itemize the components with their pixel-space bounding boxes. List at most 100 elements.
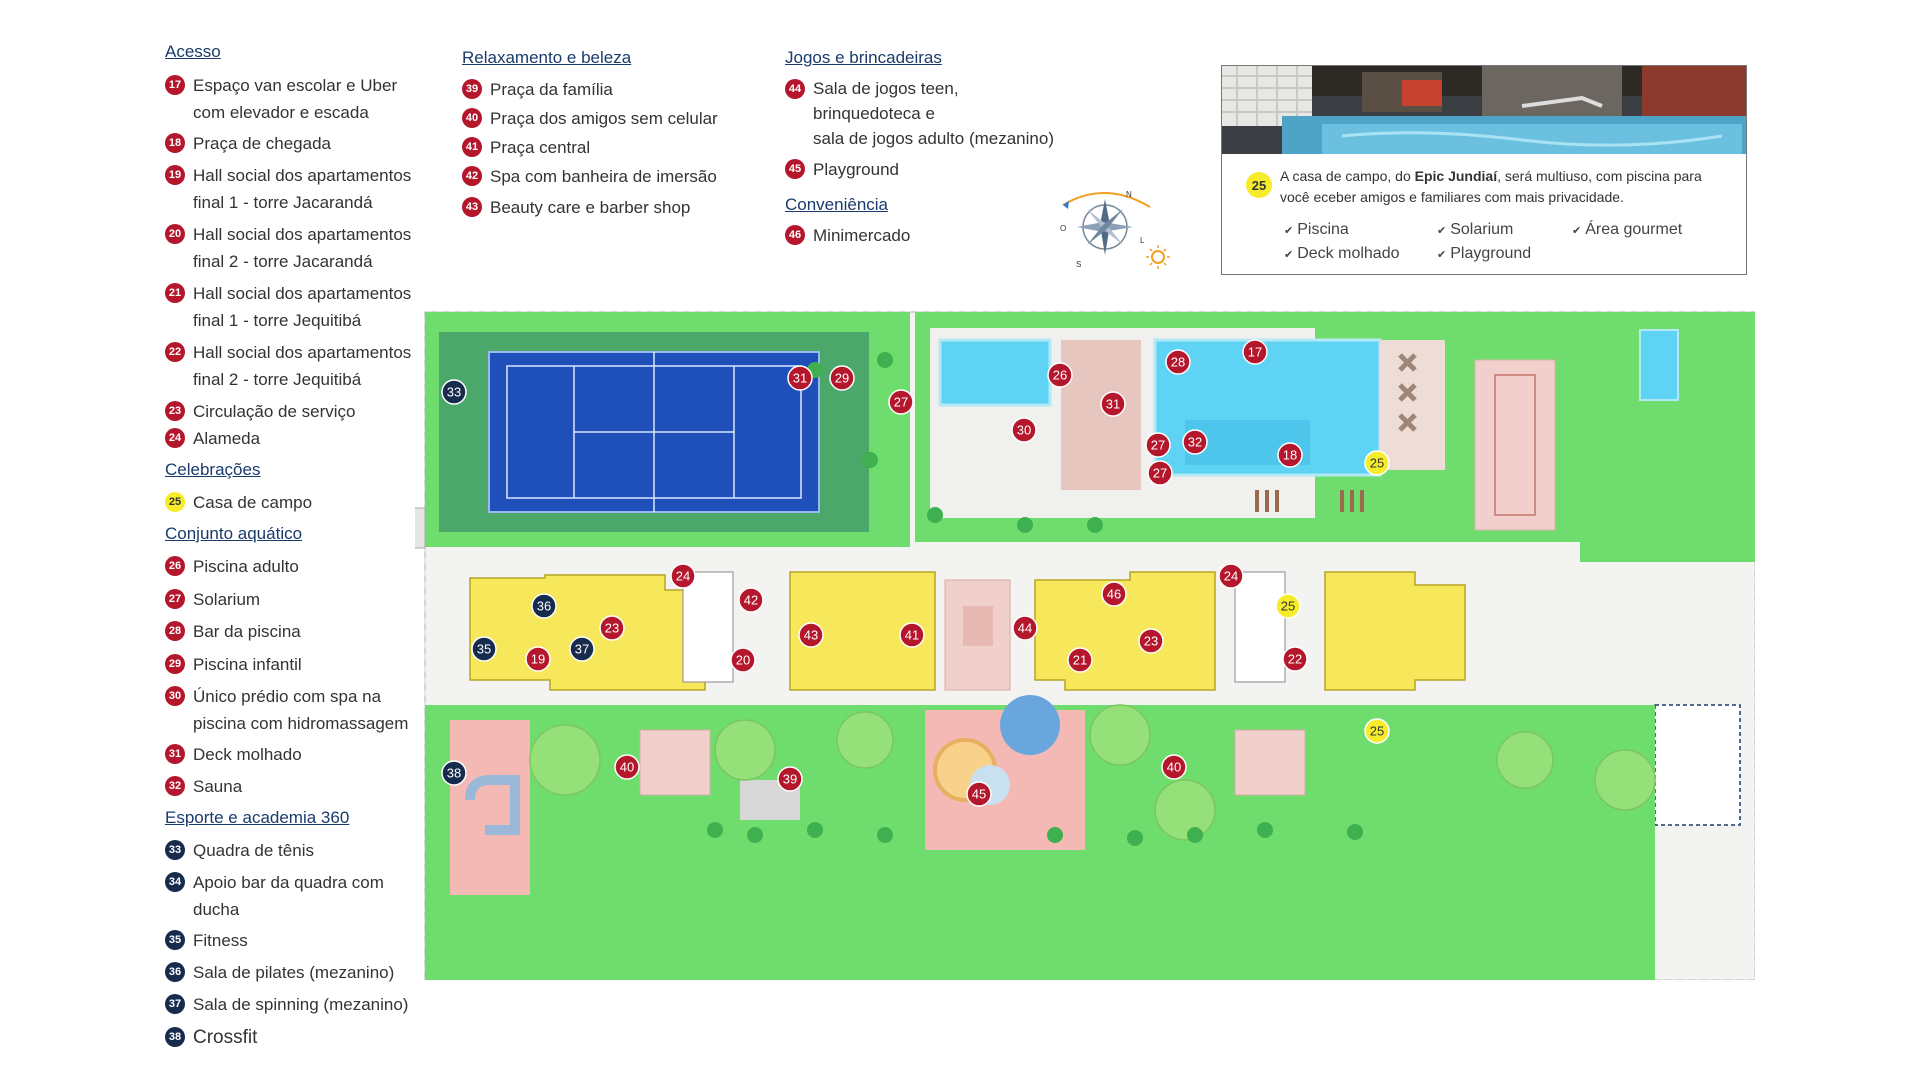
legend-item-label: Sauna <box>193 777 243 796</box>
marker-badge: 26 <box>165 556 185 576</box>
map-marker-40: 40 <box>614 754 640 780</box>
section-title-esporte: Esporte e academia 360 <box>165 808 350 827</box>
map-marker-18: 18 <box>1277 442 1303 468</box>
marker-badge: 31 <box>165 744 185 764</box>
legend-item: 35 Fitness <box>165 927 248 954</box>
callout-description: A casa de campo, do Epic Jundiaí, será m… <box>1280 166 1720 208</box>
map-marker-30: 30 <box>1011 417 1037 443</box>
marker-number: 38 <box>447 766 461 781</box>
marker-badge: 24 <box>165 428 185 448</box>
marker-number: 32 <box>1188 435 1202 450</box>
building-jacaranda-2 <box>789 571 936 691</box>
map-marker-20: 20 <box>730 647 756 673</box>
legend-item-label: Apoio bar da quadra com ducha <box>193 873 384 919</box>
marker-badge: 45 <box>785 159 805 179</box>
marker-badge: 25 <box>165 492 185 512</box>
map-marker-28: 28 <box>1165 349 1191 375</box>
map-marker-43: 43 <box>798 622 824 648</box>
central-plaza <box>944 579 1011 691</box>
compass-rose-icon: N S L O <box>1060 190 1170 269</box>
marker-number: 27 <box>1151 438 1165 453</box>
marker-badge: 29 <box>165 654 185 674</box>
marker-number: 17 <box>1248 345 1262 360</box>
map-marker-31: 31 <box>1100 391 1126 417</box>
marker-badge: 37 <box>165 994 185 1014</box>
marker-badge: 18 <box>165 133 185 153</box>
marker-badge: 34 <box>165 872 185 892</box>
legend-item-label: Praça de chegada <box>193 134 331 153</box>
marker-badge: 38 <box>165 1027 185 1047</box>
legend-item-label: Hall social dos apartamentos final 1 - t… <box>193 166 412 212</box>
legend-item-label: Piscina infantil <box>193 655 302 674</box>
marker-number: 39 <box>783 772 797 787</box>
marker-number: 23 <box>605 621 619 636</box>
map-marker-19: 19 <box>525 646 551 672</box>
compass-o-label: O <box>1060 224 1066 233</box>
map-marker-25: 25 <box>1364 718 1390 744</box>
compass-s-label: S <box>1076 260 1081 269</box>
section-title-jogos: Jogos e brincadeiras <box>785 48 942 67</box>
marker-badge: 33 <box>165 840 185 860</box>
marker-badge: 27 <box>165 589 185 609</box>
marker-number: 23 <box>1144 634 1158 649</box>
marker-number: 40 <box>620 760 634 775</box>
map-marker-24: 24 <box>1218 563 1244 589</box>
marker-number: 20 <box>736 653 750 668</box>
marker-number: 27 <box>1153 466 1167 481</box>
marker-number: 40 <box>1167 760 1181 775</box>
marker-number: 31 <box>1106 397 1120 412</box>
map-marker-26: 26 <box>1047 362 1073 388</box>
legend-item-label: Espaço van escolar e Uber com elevador e… <box>193 76 398 122</box>
marker-number: 24 <box>676 569 690 584</box>
marker-badge: 42 <box>462 166 482 186</box>
feature-item: Solarium <box>1437 221 1513 239</box>
legend-item-label: Alameda <box>193 429 261 448</box>
legend-item-label: Praça da família <box>490 80 613 99</box>
marker-number: 37 <box>575 642 589 657</box>
marker-badge: 30 <box>165 686 185 706</box>
marker-number: 33 <box>447 385 461 400</box>
marker-badge: 39 <box>462 79 482 99</box>
legend-item-label: Casa de campo <box>193 493 313 512</box>
marker-badge: 20 <box>165 224 185 244</box>
friends-plaza-2 <box>1234 729 1306 796</box>
legend-item-label: Minimercado <box>813 226 911 245</box>
marker-number: 26 <box>1053 368 1067 383</box>
marker-number: 31 <box>793 371 807 386</box>
section-title-conveniencia: Conveniência <box>785 195 889 214</box>
marker-number: 24 <box>1224 569 1238 584</box>
legend-item-label: Crossfit <box>193 1027 258 1048</box>
legend-item: 24 Alameda <box>165 425 260 452</box>
compass-l-label: L <box>1140 236 1145 245</box>
marker-number: 28 <box>1171 355 1185 370</box>
marker-badge: 35 <box>165 930 185 950</box>
map-marker-27: 27 <box>1145 432 1171 458</box>
legend-item-label: Piscina adulto <box>193 557 299 576</box>
map-marker-17: 17 <box>1242 339 1268 365</box>
legend-item-label: Sala de jogos teen, brinquedoteca e sala… <box>813 79 1054 148</box>
legend-item: 29 Piscina infantil <box>165 651 302 678</box>
marker-number: 22 <box>1288 652 1302 667</box>
marker-badge: 21 <box>165 283 185 303</box>
marker-number: 43 <box>804 628 818 643</box>
legend-item-label: Fitness <box>193 931 248 950</box>
marker-badge: 44 <box>785 79 805 99</box>
feature-item: Deck molhado <box>1284 245 1399 263</box>
map-marker-25: 25 <box>1275 593 1301 619</box>
callout-text-post: , será multiuso, com piscina para você e… <box>1280 168 1702 205</box>
map-marker-23: 23 <box>1138 628 1164 654</box>
marker-number: 42 <box>744 593 758 608</box>
map-marker-32: 32 <box>1182 429 1208 455</box>
marker-number: 27 <box>894 395 908 410</box>
legend-item-label: Bar da piscina <box>193 622 301 641</box>
